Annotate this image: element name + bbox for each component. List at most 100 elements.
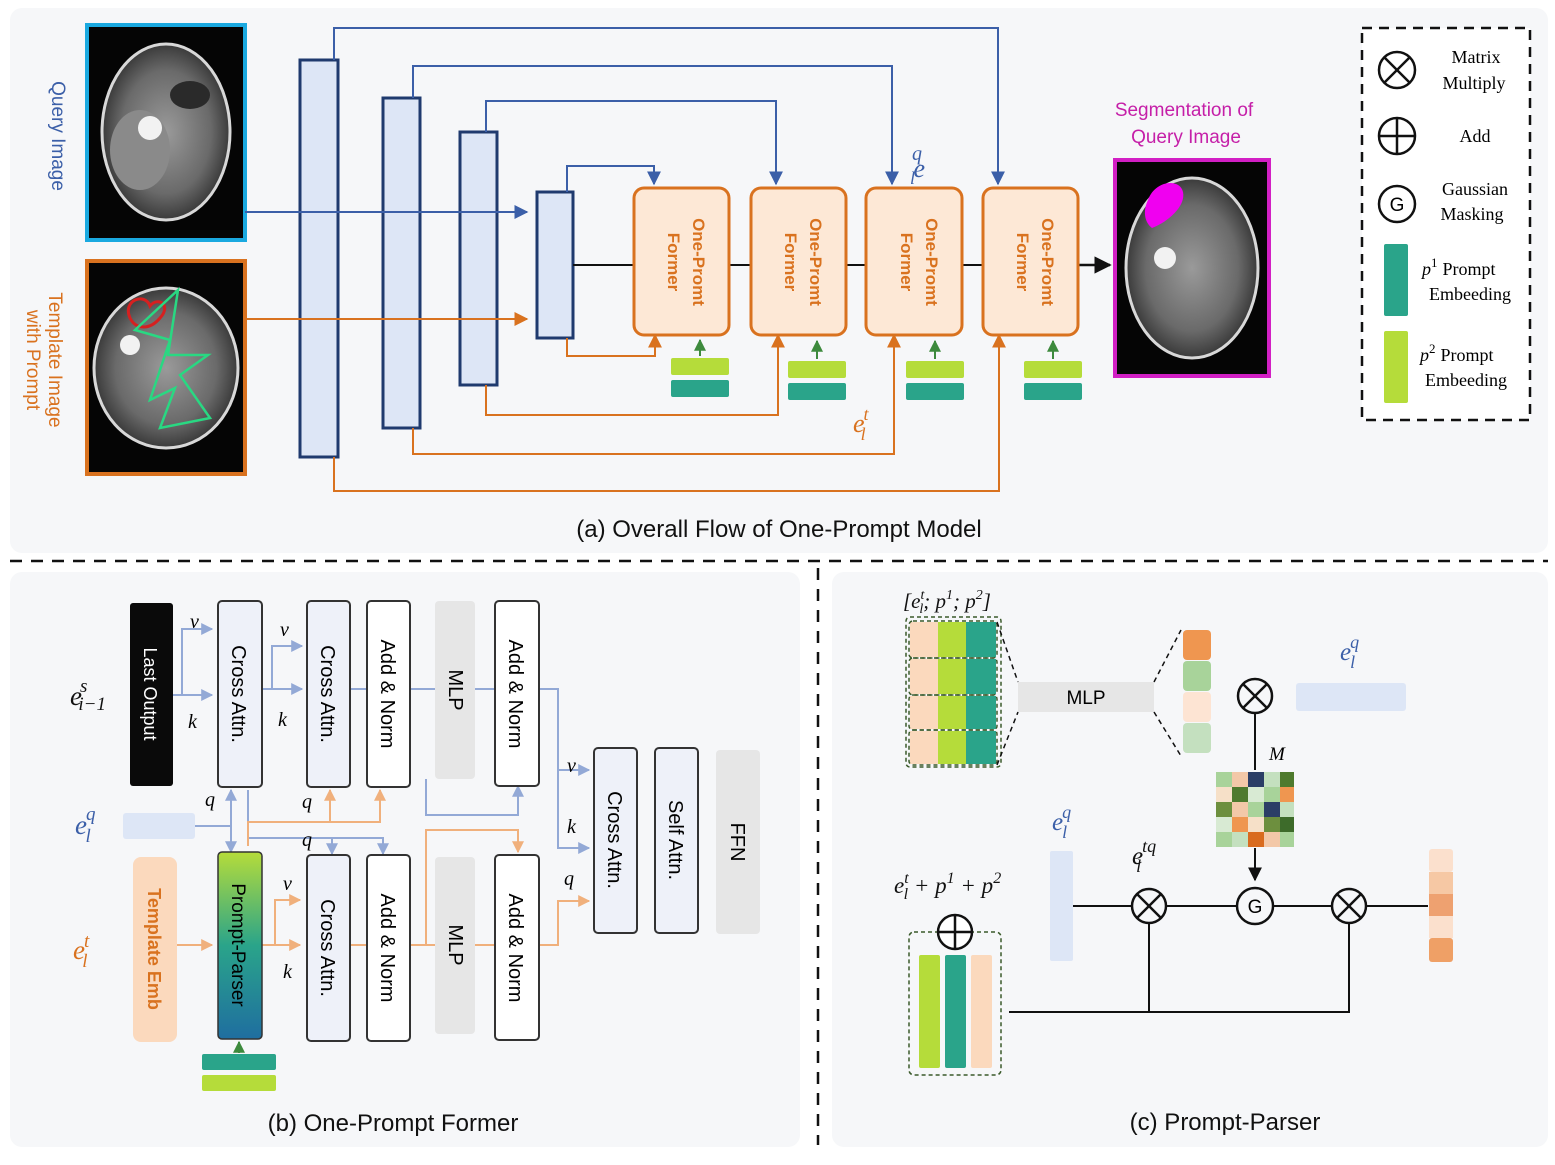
add-norm-label-1: Add & Norm [376,640,398,749]
v-label-1: v [190,611,199,633]
seg-ct-body [1124,176,1260,360]
legend-p2-line2: Embeeding [1425,370,1507,390]
mlp-label-2: MLP [444,924,466,965]
add-norm-block-3 [366,854,411,1042]
matrix-multiply-icon [1377,50,1417,90]
former-block-4: One-Promt Former [981,186,1080,337]
template-ct-spine [120,335,140,355]
legend-matrix-2: Multiply [1442,73,1505,93]
panel-a: Query Image Template Image with Prompt O… [22,23,1271,543]
template-label-line1: Template Image [44,292,65,427]
cross-attn-block-2 [306,600,351,788]
former-block-2: One-Promt Former [749,186,848,337]
legend-gauss-1: Gaussian [1442,179,1508,199]
q-label-4: q [564,868,574,890]
legend-matrix-1: Matrix [1452,47,1501,67]
legend: Matrix Multiply Add G Gaussian Masking p… [1360,26,1532,422]
former-1-line1: One-Promt [689,218,708,306]
mlp-block-2 [435,857,475,1034]
k-label-3: k [283,961,293,983]
cross-attn-label-2: Cross Attn. [316,645,338,743]
former-block-3: One-Promt Former [864,186,964,337]
last-output-block [130,603,173,786]
former-3-line2: Former [897,233,916,292]
cross-attn-label-3: Cross Attn. [316,899,338,997]
sum-bar-p2 [919,955,940,1068]
seg-mask [1144,182,1184,228]
eq-bar-b [123,813,195,839]
query-image-label: Query Image [47,81,68,191]
legend-add: Add [1460,126,1491,146]
g-symbol-c: G [1248,897,1263,918]
encoder-bar-3 [458,130,499,387]
p1-chip-2 [788,383,846,400]
panel-c-background [832,572,1548,1147]
add-norm-block-4 [494,854,540,1041]
v-label-3: v [283,873,292,895]
former-4-line2: Former [1013,233,1032,292]
sum-bar-p1 [945,955,966,1068]
cross-attn-label-1: Cross Attn. [227,645,249,743]
p2-chip-b [202,1075,276,1091]
v-label-4: v [567,755,576,777]
template-label-line2: with Prompt [22,309,43,411]
last-output-label: Last Output [140,647,160,740]
template-green-prompt [132,286,213,430]
former-3-line1: One-Promt [922,218,941,306]
former-2-line1: One-Promt [806,218,825,306]
query-ct-spine [138,116,162,140]
seg-label-line2: Query Image [1131,127,1241,148]
m-matrix [1216,772,1294,847]
template-ct-body [92,286,240,450]
prompt-parser-label: Prompt-Parser [227,883,248,1007]
prompt-parser-block [217,851,263,1040]
add-icon [1377,116,1417,156]
blue-skip-4 [566,165,661,192]
seg-ct-spine [1154,247,1176,269]
p2-chip-1 [671,358,729,375]
encoder-bar-4 [535,190,575,340]
encoder-bar-1 [298,58,340,459]
prompt-embeddings-a [671,338,1082,400]
q-label-3: q [302,829,312,851]
vkq-labels-b: v k v k q q q v k v k q [188,611,577,983]
add-icon-c [936,913,974,951]
template-emb-label: Template Emb [144,888,164,1010]
former-4-line1: One-Promt [1038,218,1057,306]
cross-attn-label-4: Cross Attn. [603,791,625,889]
caption-c: (c) Prompt-Parser [1130,1109,1321,1136]
ffn-block [716,750,760,934]
p1-chip-4 [1024,383,1082,400]
p2-chip-3 [906,361,964,378]
sum-container [908,931,1002,1076]
k-label-4: k [567,816,577,838]
legend-g-symbol: G [1390,195,1405,216]
p1-chip-1 [671,380,729,397]
q-label-2: q [302,791,312,813]
caption-b: (b) One-Prompt Former [268,1110,519,1137]
eq-bar-c [1296,683,1406,711]
blue-skip-1 [333,27,1005,186]
legend-p2-swatch [1384,331,1408,403]
panel-b: Last Output Cross Attn. Cross Attn. Add … [70,600,760,1137]
blue-skip-2 [412,65,899,186]
mlp-block-c [1018,682,1154,712]
caption-a: (a) Overall Flow of One-Prompt Model [576,516,981,543]
add-norm-label-4: Add & Norm [504,894,526,1003]
cross-attn-block-4 [593,747,638,934]
template-emb-block [133,857,177,1042]
query-ct-gas [170,81,210,109]
mlp-block-1 [435,601,475,779]
self-attn-block [654,747,699,934]
output-column-c [1429,849,1453,962]
self-attn-label: Self Attn. [664,800,686,880]
orange-skip-1 [333,333,1006,492]
